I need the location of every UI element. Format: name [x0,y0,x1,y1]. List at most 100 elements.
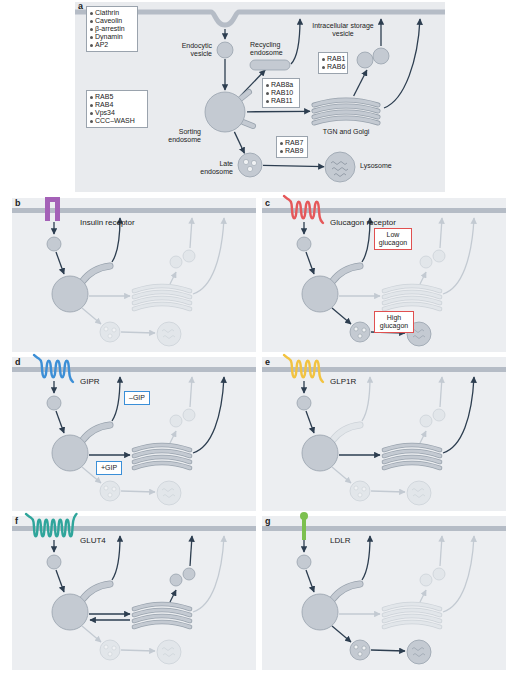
receptor-helices [284,196,323,223]
list-item: RAB6 [322,63,344,71]
box-text: High glucagon [380,314,408,329]
late-endosome [350,640,370,660]
exocytosis-arrow [440,536,442,566]
box-text: –GIP [129,394,145,401]
recycling-arrow [291,19,300,64]
panel-background [12,198,256,352]
intraluminal-vesicle [112,487,116,491]
pathway-arrow [121,650,155,651]
exocytosis-arrow [190,218,192,248]
exocytosis-arrow [190,536,192,566]
intraluminal-vesicle [112,646,116,650]
secretion-arrow [443,377,474,453]
bullet-dot [266,92,269,95]
pathway-arrow [371,491,405,492]
panel-background [12,357,256,511]
list-item: Dynamin [90,33,134,41]
recycling-tubule [82,425,110,441]
organelle: Endocytic vesicle [216,41,234,59]
golgi-cisterna [384,622,440,627]
list-item: Clathrin [90,9,134,17]
tubule-shape [243,122,253,126]
panel [12,514,256,670]
lysosome [157,322,181,346]
list-item: AP2 [90,41,134,49]
list-item: Low glucagon [378,231,408,247]
receptor-symbol [26,514,77,536]
intraluminal-vesicle [243,159,248,164]
receptor-head [300,512,308,520]
late-endosome [100,322,120,342]
pathway-arrow [234,132,244,153]
protein-list-box: RAB7RAB9 [276,136,308,158]
exocytosis-arrow [190,377,192,407]
receptor-helices [26,514,77,536]
secretion-arrow [193,536,224,612]
vesicle-shape [373,48,389,64]
box-text: RAB4 [95,101,113,108]
pathway-arrow [339,613,380,614]
endocytic-vesicle [297,396,311,410]
pathway-arrow [170,431,176,443]
recycling-arrow [362,377,370,421]
receptor-label: Glucagon receptor [330,218,396,227]
golgi-cisterna [134,622,190,627]
organelle: Sorting endosome [203,90,247,134]
organelle-shape [250,60,290,70]
storage-vesicle [170,256,182,268]
recycling-tubule [82,425,110,441]
intraluminal-vesicle [104,486,108,490]
pathway-arrow [371,650,405,651]
bullet-dot [266,100,269,103]
callout-box: +GIP [96,461,122,475]
receptor-symbol [284,355,323,382]
panel [262,512,506,670]
callout-box: –GIP [124,391,150,405]
list-item: RAB10 [266,89,296,97]
late-endosome [100,640,120,660]
box-text: Dynamin [95,33,123,40]
pathway-arrow [332,467,351,483]
golgi-cisterna [134,622,190,627]
storage-vesicle [433,250,445,262]
organelle-shape [203,90,247,134]
list-item: RAB1 [322,55,344,63]
box-text: RAB11 [271,97,293,104]
exocytosis-arrow [380,19,381,46]
pathway-arrow [82,308,101,324]
lysosome-content [162,330,175,339]
recycling-arrow [362,536,370,580]
intraluminal-vesicle [358,493,362,497]
sorting-endosome [302,435,338,471]
protein-list-box: ClathrinCaveolinβ-arrestinDynaminAP2 [86,6,138,52]
endosome-shape [238,153,262,177]
bullet-dot [90,44,93,47]
list-item: +GIP [100,464,118,472]
list-item: RAB11 [266,97,296,105]
pathway-arrow [420,590,426,602]
panel [12,355,256,511]
storage-vesicle [170,415,182,427]
plasma-membrane [262,526,506,531]
recycling-arrow [112,536,120,580]
recycling-tubule [332,584,360,600]
golgi-cisterna [384,463,440,468]
list-item: Vps34 [90,109,144,117]
panel-letter: g [265,517,271,526]
bullet-dot [90,104,93,107]
plasma-membrane [262,208,506,213]
protein-list-box: RAB5RAB4Vps34CCC–WASH [86,90,148,128]
organelle-label-block: Recycling endosome [250,41,290,57]
pathway-arrow [170,590,176,602]
endocytosis-arrow [303,222,304,234]
panel-letter: d [15,358,21,367]
organelle: Late endosome [237,152,263,178]
receptor-helices [284,355,323,382]
intraluminal-vesicle [104,327,108,331]
intraluminal-vesicle [247,166,252,171]
sorting-endosome [302,276,338,312]
secretion-arrow [384,19,420,108]
pathway-arrow [90,619,130,620]
sorting-endosome [302,594,338,630]
